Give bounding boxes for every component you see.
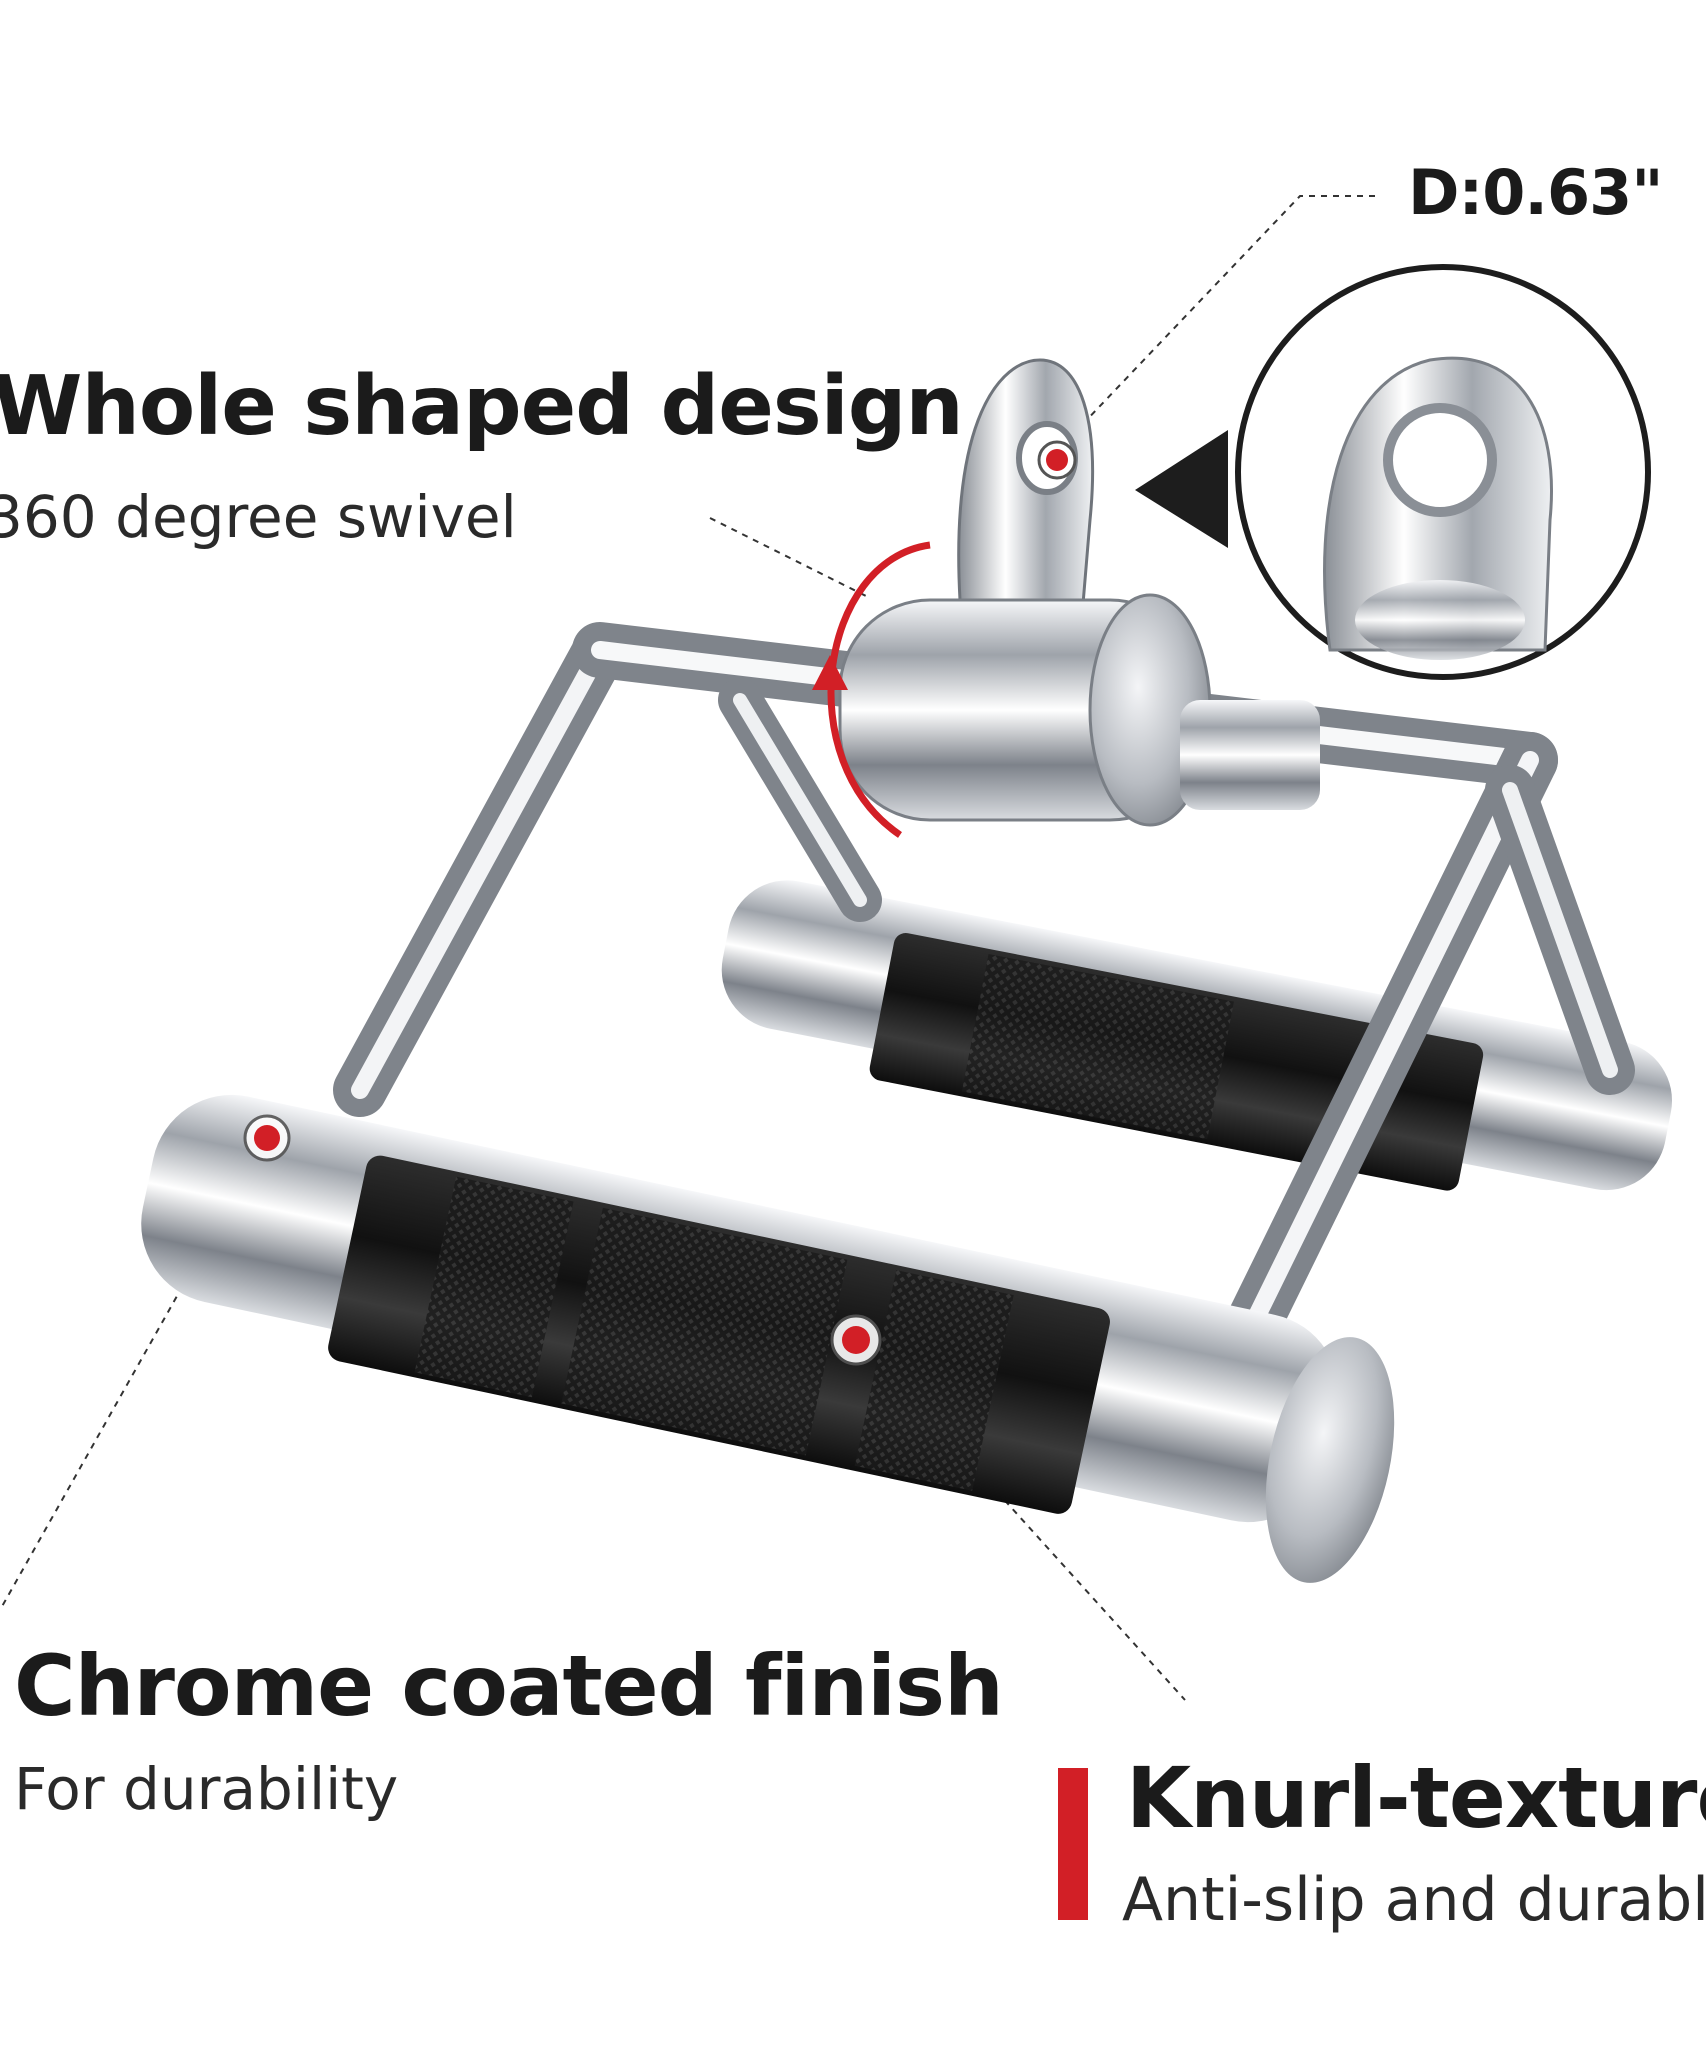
rotation-arrow-icon xyxy=(812,541,931,838)
red-dot-marker-icon xyxy=(243,440,1077,1366)
triangle-left-icon xyxy=(1135,430,1228,548)
knurl-textured-title: Knurl-textured xyxy=(1126,1749,1706,1847)
leader-line-diameter xyxy=(1059,195,1375,449)
leader-line-knurl xyxy=(859,1339,1186,1701)
swivel-assembly xyxy=(838,358,1320,827)
diameter-label: D:0.63" xyxy=(1408,156,1664,229)
chrome-finish-title: Chrome coated finish xyxy=(14,1637,1004,1735)
accent-bar xyxy=(1058,1768,1088,1920)
chrome-finish-subtitle: For durability xyxy=(14,1755,399,1823)
detail-zoom-circle xyxy=(1235,264,1651,680)
swivel-subtitle: 360 degree swivel xyxy=(0,483,517,551)
whole-shaped-design-title: Whole shaped design xyxy=(0,359,964,454)
front-grip-bar xyxy=(141,1094,1395,1583)
knurl-textured-subtitle: Anti-slip and durable xyxy=(1122,1865,1706,1935)
leader-line-swivel xyxy=(709,517,871,599)
